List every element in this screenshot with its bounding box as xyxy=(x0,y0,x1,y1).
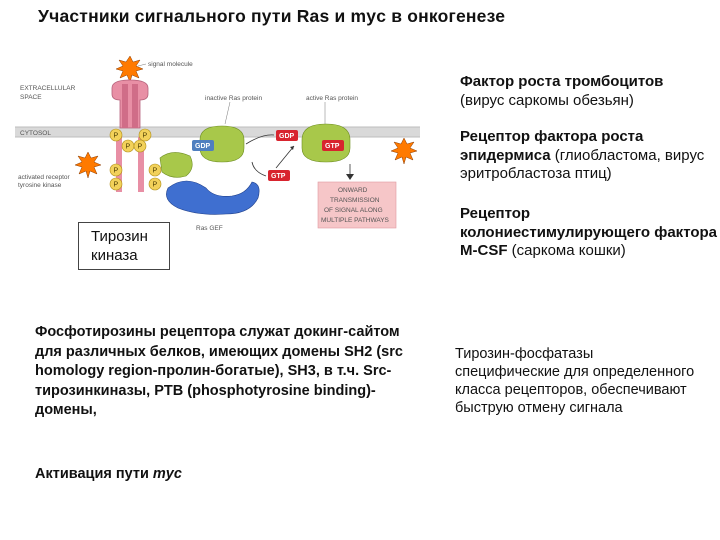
svg-text:P: P xyxy=(114,182,119,189)
svg-text:P: P xyxy=(138,144,143,151)
signal-molecule-label: signal molecule xyxy=(148,61,193,68)
mutation-burst-icon xyxy=(74,151,102,179)
signal-molecule-burst-icon xyxy=(115,55,144,83)
inactive-ras-label: inactive Ras protein xyxy=(205,95,262,102)
ras-pathway-diagram: EXTRACELLULAR SPACE CYTOSOL signal molec… xyxy=(15,55,420,232)
myc-activation-line: Активация пути myc xyxy=(35,465,335,484)
egfr-title: Рецептор фактора роста эпидермиса xyxy=(460,128,644,164)
svg-text:P: P xyxy=(153,168,158,175)
svg-text:P: P xyxy=(143,133,148,140)
svg-text:GTP: GTP xyxy=(325,143,340,150)
gtp-entry-badge xyxy=(268,170,290,181)
svg-text:P: P xyxy=(114,168,119,175)
egfr-item: Рецептор фактора роста эпидермиса (глиоб… xyxy=(460,128,720,184)
onward-line-4: MULTIPLE PATHWAYS xyxy=(321,217,390,224)
myc-activation-italic: myc xyxy=(152,466,182,482)
phosphate-group: P P P P P P P P xyxy=(109,128,162,191)
gdp-release-badge xyxy=(276,130,298,141)
gtp-badge xyxy=(322,140,344,151)
phosphotyrosine-paragraph: Фосфотирозины рецептора служат докинг-са… xyxy=(35,324,403,418)
activation-arrow xyxy=(275,145,295,169)
phosphatase-paragraph: Тирозин-фосфатазы специфические для опре… xyxy=(455,346,695,416)
mcsf-title: Рецептор колониестимулирующего фактора M… xyxy=(460,205,718,259)
extracellular-label-2: SPACE xyxy=(20,94,42,101)
pdgf-item: Фактор роста тромбоцитов (вирус саркомы … xyxy=(460,73,720,110)
pdgf-title: Фактор роста тромбоцитов xyxy=(460,73,664,90)
mcsf-item: Рецептор колониестимулирующего фактора M… xyxy=(460,205,720,261)
receptor-extracellular-domain xyxy=(111,79,149,129)
pdgf-note: (вирус саркомы обезьян) xyxy=(460,91,634,109)
svg-text:GDP: GDP xyxy=(195,143,211,150)
activated-receptor-label-1: activated receptor xyxy=(18,174,71,181)
gdp-badge xyxy=(192,140,214,151)
cytosol-label: CYTOSOL xyxy=(20,130,51,137)
page-title: Участники сигнального пути Ras и myc в о… xyxy=(38,6,506,26)
gdp-release-arrow xyxy=(245,134,275,145)
active-ras-label: active Ras protein xyxy=(306,95,358,102)
svg-text:P: P xyxy=(126,144,131,151)
onward-transmission-box xyxy=(317,181,397,229)
ras-gef-label: Ras GEF xyxy=(196,225,223,232)
svg-text:GDP: GDP xyxy=(279,133,295,140)
oncogenic-ras-burst-icon xyxy=(390,137,418,165)
onward-line-3: OF SIGNAL ALONG xyxy=(324,207,383,214)
svg-text:P: P xyxy=(153,182,158,189)
onward-line-1: ONWARD xyxy=(338,187,368,194)
inactive-ras-protein xyxy=(199,125,245,163)
svg-text:P: P xyxy=(114,133,119,140)
egfr-note: (глиобластома, вирус эритробластоза птиц… xyxy=(460,146,705,183)
activated-receptor-label-2: tyrosine kinase xyxy=(18,182,62,189)
myc-activation-prefix: Активация пути xyxy=(35,466,153,482)
mcsf-note: (саркома кошки) xyxy=(507,242,626,259)
receptor-stalk-right xyxy=(138,137,144,192)
tyrosine-kinase-label: Тирозин киназа xyxy=(78,222,170,270)
adaptor-protein xyxy=(159,152,193,178)
extracellular-label-1: EXTRACELLULAR xyxy=(20,85,76,92)
ras-gef-protein xyxy=(166,180,260,215)
svg-text:GTP: GTP xyxy=(271,173,286,180)
onward-line-2: TRANSMISSION xyxy=(330,197,380,204)
